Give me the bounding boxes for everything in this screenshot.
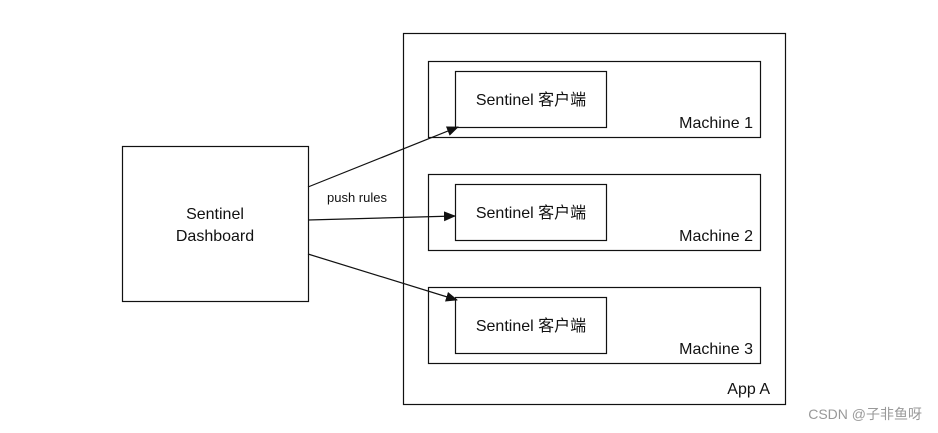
arrow-to-client-2 <box>307 211 456 222</box>
client-node-1 <box>454 70 608 129</box>
app-container: App A <box>402 32 787 406</box>
machine-3: Sentinel 客户端 Machine 3 <box>427 286 762 365</box>
app-label: App A <box>727 381 770 398</box>
arrow-to-client-3 <box>307 253 458 302</box>
machine-1: Sentinel 客户端 Machine 1 <box>427 60 762 139</box>
client-label-3: Sentinel 客户端 <box>476 317 586 335</box>
client-node-2 <box>454 183 608 242</box>
machine-label-2: Machine 2 <box>679 228 753 245</box>
machine-label-3: Machine 3 <box>679 341 753 358</box>
arrow-to-client-1 <box>307 126 459 188</box>
machine-label-1: Machine 1 <box>679 115 753 132</box>
client-label-2: Sentinel 客户端 <box>476 204 586 222</box>
client-node-3 <box>454 296 608 355</box>
dashboard-label-line2: Dashboard <box>176 228 254 245</box>
edge-label-push-rules: push rules <box>327 190 387 205</box>
watermark: CSDN @子非鱼呀 <box>808 406 922 422</box>
client-label-1: Sentinel 客户端 <box>476 91 586 109</box>
dashboard-label-line1: Sentinel <box>186 206 244 223</box>
machine-2: Sentinel 客户端 Machine 2 <box>427 173 762 252</box>
dashboard-node: Sentinel Dashboard <box>121 145 310 303</box>
